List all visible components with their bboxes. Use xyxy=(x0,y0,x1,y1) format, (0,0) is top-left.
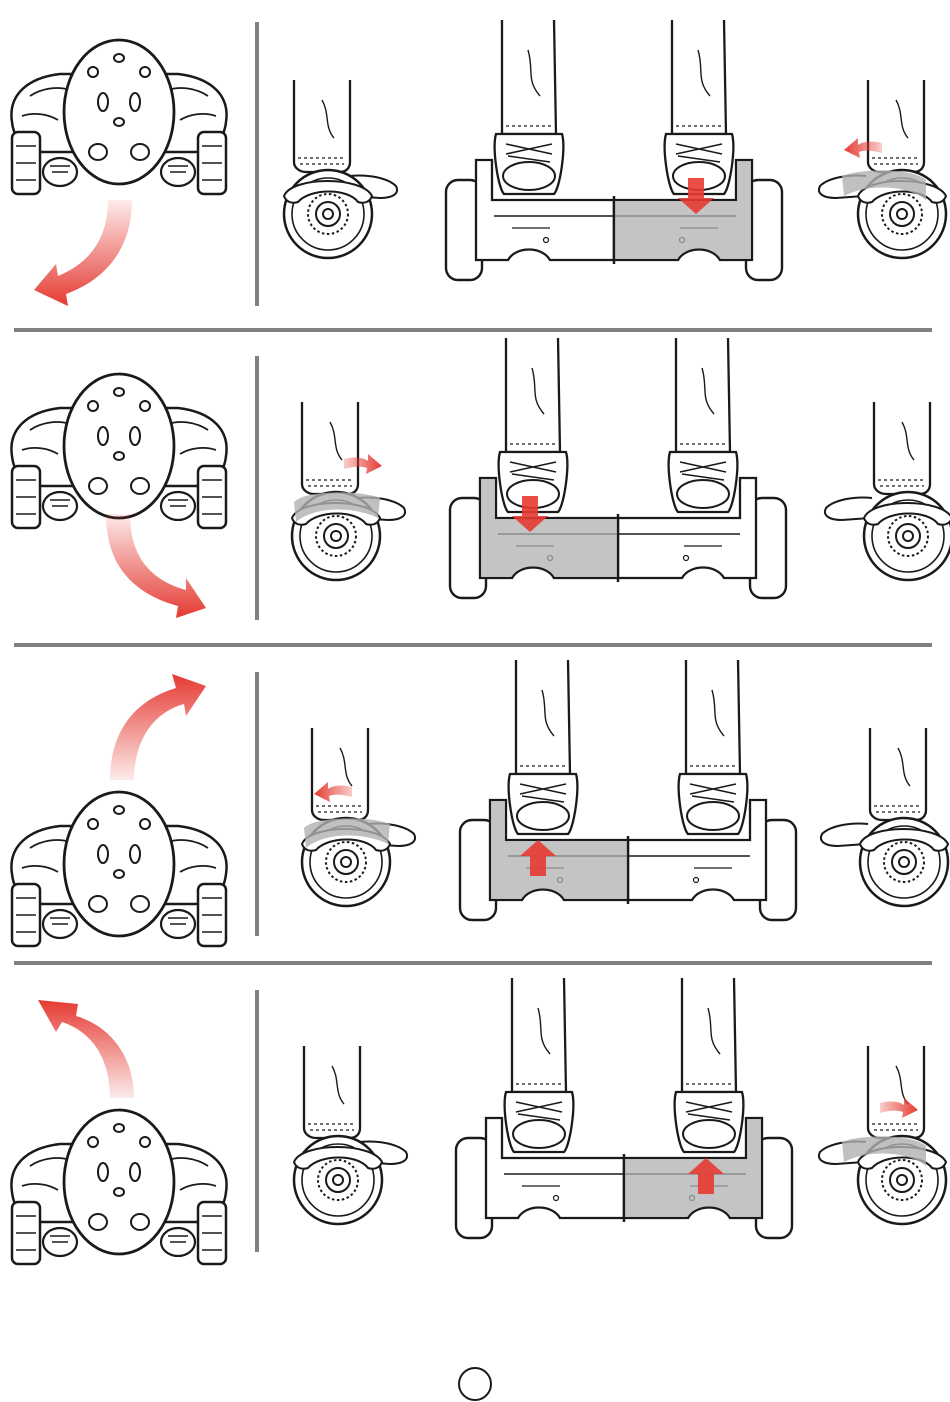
rider-top-view xyxy=(11,1110,226,1264)
left-wheel-side-view xyxy=(294,1046,407,1224)
right-wheel-side-view xyxy=(819,1046,946,1224)
turn-arrow-up-left xyxy=(38,1000,134,1098)
left-wheel-side-view xyxy=(292,402,405,580)
left-wheel-side-view xyxy=(284,80,397,258)
turn-arrow-down-left xyxy=(34,200,132,306)
board-front-view xyxy=(446,20,782,280)
left-wheel-side-view xyxy=(302,728,415,906)
board-front-view xyxy=(450,338,786,598)
rider-top-view xyxy=(11,40,226,194)
turn-arrow-down-right xyxy=(106,514,206,618)
right-wheel-side-view xyxy=(819,80,946,258)
board-front-view xyxy=(456,978,792,1238)
right-wheel-side-view xyxy=(821,728,948,906)
turn-arrow-up-right xyxy=(110,674,206,780)
row-turn-left-forward xyxy=(11,20,946,306)
right-wheel-side-view xyxy=(825,402,950,580)
board-front-view xyxy=(460,660,796,920)
page-number-badge xyxy=(458,1367,492,1401)
rider-top-view xyxy=(11,792,226,946)
rider-top-view xyxy=(11,374,226,528)
row-turn-right-forward xyxy=(11,338,950,618)
row-turn-left-backward xyxy=(11,978,946,1264)
row-turn-right-backward xyxy=(11,660,948,946)
